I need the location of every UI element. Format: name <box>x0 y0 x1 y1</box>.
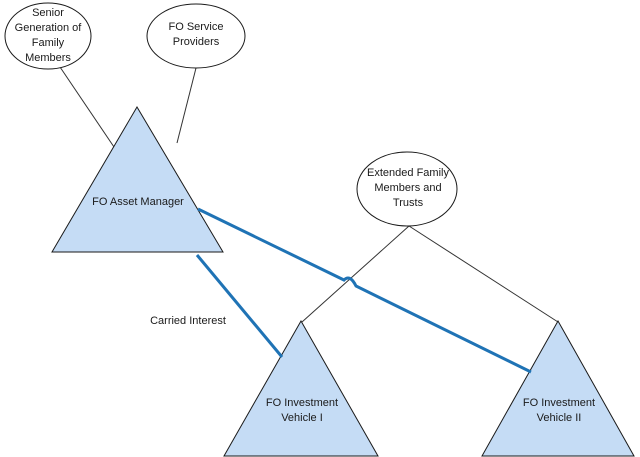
extended-family-line-1: Extended Family <box>367 167 449 179</box>
node-senior-generation-ellipse <box>4 2 92 70</box>
edge-carried-interest-to-vehicle1 <box>195 254 284 358</box>
fo-investment-vehicle-1-line-2: Vehicle I <box>281 412 323 424</box>
edge-asset-manager-to-vehicle2 <box>197 207 532 374</box>
node-fo-service-providers-ellipse <box>146 3 246 69</box>
node-fo-investment-vehicle-2-triangle <box>481 319 635 457</box>
fo-investment-vehicle-1-label: FO Investment Vehicle I <box>258 396 346 426</box>
edge-senior-to-asset-manager <box>59 66 115 148</box>
fo-investment-vehicle-2-line-1: FO Investment <box>522 397 596 409</box>
fo-investment-vehicle-2-label: FO Investment Vehicle II <box>515 396 603 426</box>
fo-service-providers-label: FO Service Providers <box>152 20 240 50</box>
senior-generation-label: Senior Generation of Family Members <box>8 6 88 66</box>
extended-family-line-3: Trusts <box>392 197 424 209</box>
senior-generation-line-3: Family <box>31 37 65 49</box>
senior-generation-line-2: Generation of <box>14 22 82 34</box>
fo-investment-vehicle-2-line-2: Vehicle II <box>536 412 582 424</box>
fo-service-providers-line-1: FO Service <box>168 21 224 33</box>
fo-asset-manager-line-1: FO Asset Manager <box>92 196 184 208</box>
extended-family-line-2: Members and <box>374 182 442 194</box>
carried-interest-label: Carried Interest <box>150 315 226 327</box>
edge-providers-to-asset-manager <box>176 67 197 144</box>
edge-extended-to-vehicle1 <box>301 225 410 323</box>
node-fo-asset-manager-triangle <box>51 106 224 253</box>
senior-generation-line-1: Senior <box>32 7 64 19</box>
fo-service-providers-line-2: Providers <box>172 36 220 48</box>
fo-investment-vehicle-1-line-1: FO Investment <box>265 397 339 409</box>
node-fo-investment-vehicle-1-triangle <box>223 319 379 457</box>
senior-generation-line-4: Members <box>25 52 71 64</box>
edge-extended-to-vehicle2 <box>408 225 559 323</box>
extended-family-label: Extended Family Members and Trusts <box>362 166 454 211</box>
node-extended-family-ellipse <box>356 151 458 227</box>
fo-asset-manager-label: FO Asset Manager <box>78 195 198 210</box>
